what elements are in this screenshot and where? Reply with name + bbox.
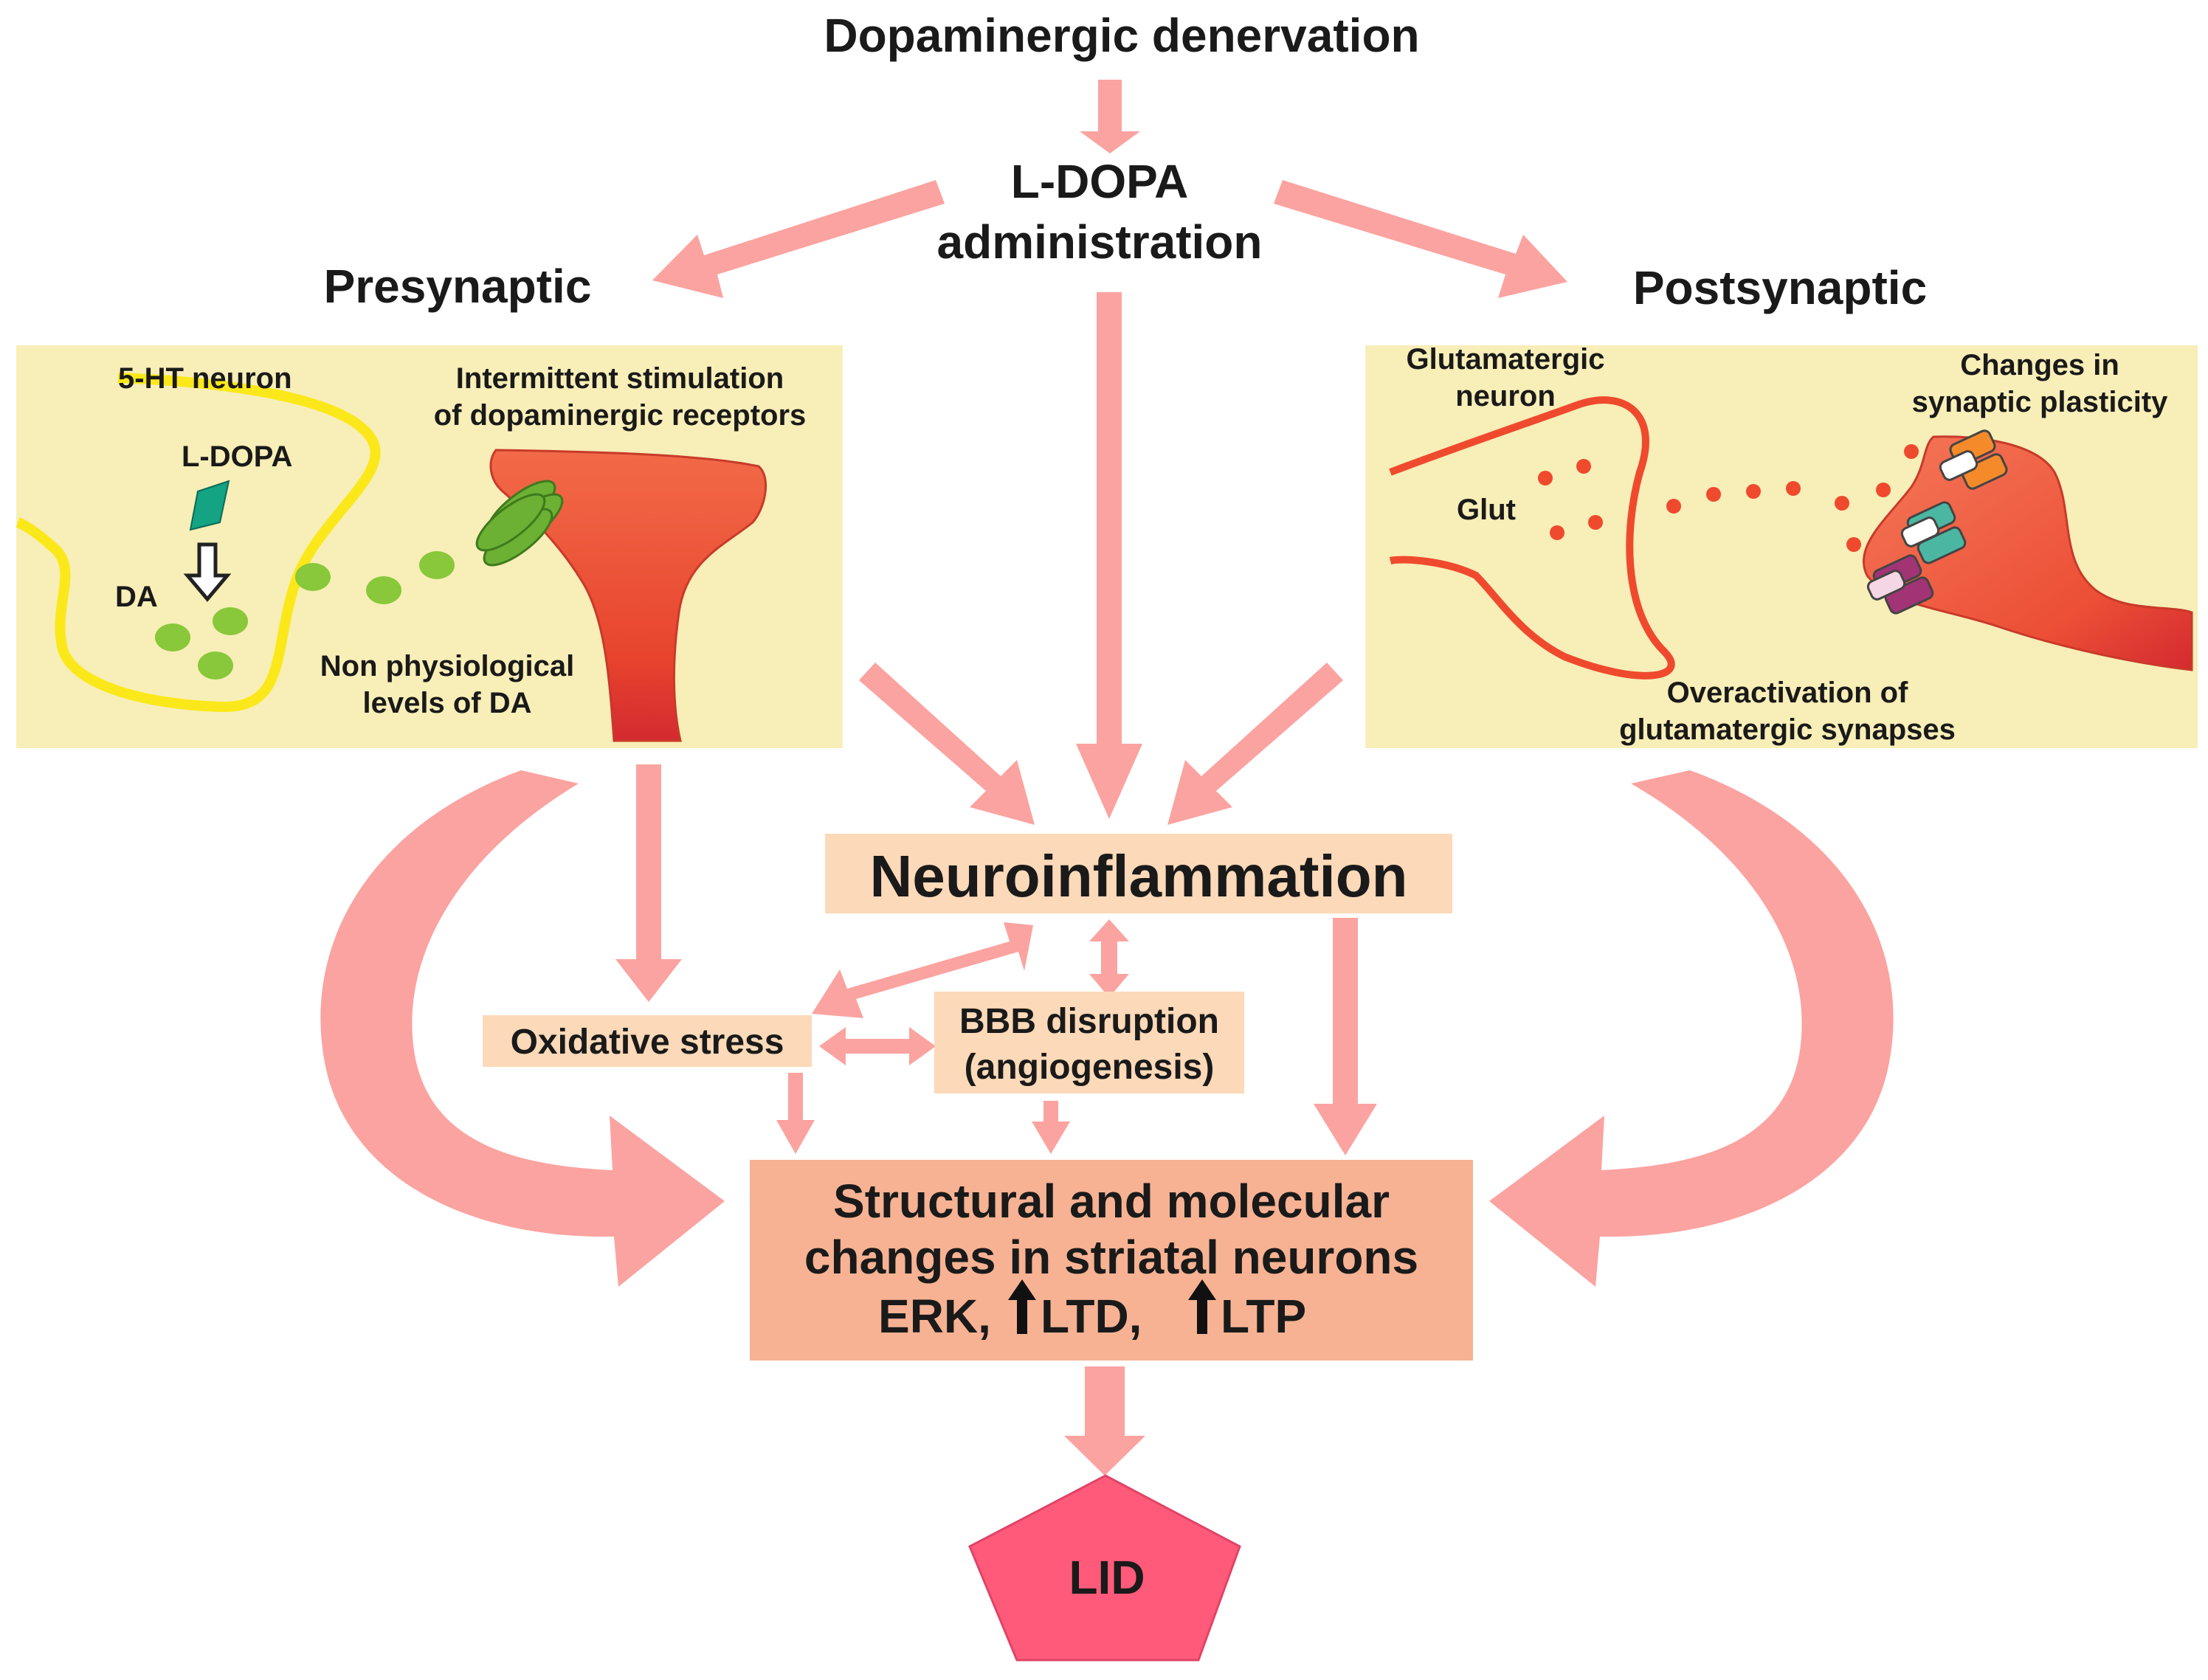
changes-plasticity-line2: synaptic plasticity [1912,386,2169,418]
glut-vesicle [1876,483,1891,497]
bbb-line1: BBB disruption [959,1002,1219,1041]
arrow-presynaptic-to-neuroinflammation [859,663,1035,825]
up-arrow-icon [1188,1279,1216,1334]
glut-vesicle [1706,487,1721,502]
postsynaptic-spine [1862,435,2193,671]
curved-arrow-right [1489,770,1894,1287]
ldopa-molecule-icon [189,480,230,531]
structural-line2: changes in striatal neurons [804,1231,1418,1284]
presynaptic-da-label: DA [115,581,158,613]
title-dopaminergic-denervation: Dopaminergic denervation [824,9,1419,62]
da-vesicle [155,623,190,651]
receptor-white-2 [1900,516,1940,547]
arrow-bbb-to-structural [1032,1101,1070,1154]
lid-label: LID [1069,1551,1145,1604]
overactivation-line1: Overactivation of [1667,677,1908,709]
ltd-label: LTD, [1041,1290,1142,1343]
da-vesicle [198,651,233,680]
arrow-neuroinflammation-oxidative [812,922,1033,1018]
up-arrow-icon [1008,1279,1036,1334]
da-vesicle [366,576,401,604]
glut-vesicle [1550,525,1564,540]
arrow-neuroinflammation-bbb [1089,919,1129,998]
arrow-ldopa-to-presynaptic [652,180,945,298]
ldopa-to-da-arrow-icon [183,542,232,602]
dopamine-vesicles [155,551,455,680]
arrow-denervation-to-ldopa [1080,80,1140,153]
changes-plasticity-line1: Changes in [1960,349,2119,381]
ldopa-admin-line2: administration [937,215,1263,269]
intermittent-stimulation-line1: Intermittent stimulation [456,362,784,395]
postsynaptic-heading: Postsynaptic [1633,261,1927,314]
arrow-oxidative-bbb [819,1027,936,1065]
structural-line1: Structural and molecular [833,1175,1390,1228]
glut-vesicle [1538,471,1553,485]
curved-arrow-left [320,770,725,1287]
postsynaptic-panel: Glutamatergic neuron Glut [1365,343,2198,748]
da-vesicle [419,551,455,579]
ltp-label: LTP [1221,1290,1306,1343]
glutamatergic-neuron-line1: Glutamatergic [1407,343,1605,376]
ldopa-admin-line1: L-DOPA [1011,155,1189,208]
bbb-line2: (angiogenesis) [965,1048,1215,1087]
da-vesicle [213,607,248,635]
oxidative-stress-box [483,1015,812,1067]
dopamine-receptors-icon [475,480,564,567]
glut-vesicle [1846,537,1861,552]
serotonin-neuron-outline [15,373,381,713]
non-physiological-line2: levels of DA [363,687,532,719]
bbb-box [934,992,1244,1093]
receptor-white [1939,450,1978,481]
glutamatergic-neuron-outline [1389,396,1675,680]
receptor-orange-lower [1961,453,2008,490]
glut-vesicle [1904,444,1919,459]
non-physiological-line1: Non physiological [320,650,574,682]
neuroinflammation-label: Neuroinflammation [870,843,1408,909]
overactivation-line2: glutamatergic synapses [1619,713,1956,746]
lid-pentagon [968,1474,1241,1662]
glutamate-receptors-icon [1866,429,2008,615]
receptor-white-3 [1866,570,1906,601]
presynaptic-panel: 5-HT neuron L-DOPA DA Intermittent stimu… [15,345,843,748]
glut-vesicle [1835,496,1849,511]
presynaptic-ldopa-label: L-DOPA [182,440,292,473]
presynaptic-heading: Presynaptic [324,260,592,313]
arrow-ldopa-to-postsynaptic [1274,180,1567,298]
arrow-ldopa-to-neuroinflammation [1076,292,1142,819]
glut-vesicle [1786,481,1801,496]
arrow-oxidative-to-structural [776,1073,815,1154]
receptor-subunit [475,493,546,552]
structural-changes-box [750,1160,1473,1361]
glut-label: Glut [1457,494,1516,526]
serotonin-neuron-label: 5-HT neuron [118,362,292,395]
arrow-structural-to-lid [1064,1366,1145,1476]
erk-label: ERK, [878,1290,991,1343]
da-vesicle [295,563,331,591]
glut-vesicle [1588,515,1603,530]
glutamate-vesicles [1538,444,1919,552]
glut-vesicle [1666,499,1681,514]
glut-vesicle [1746,484,1761,499]
neuroinflammation-box [825,834,1452,913]
intermittent-stimulation-line2: of dopaminergic receptors [434,399,807,432]
oxidative-stress-label: Oxidative stress [511,1023,784,1062]
glut-vesicle [1576,459,1591,474]
arrow-neuroinflammation-to-structural [1314,918,1377,1155]
arrow-presynaptic-to-oxidative [615,764,682,1002]
glutamatergic-neuron-line2: neuron [1455,380,1556,412]
structural-line3: ERK, LTD, LTP [878,1279,1306,1343]
arrow-postsynaptic-to-neuroinflammation [1167,663,1343,825]
